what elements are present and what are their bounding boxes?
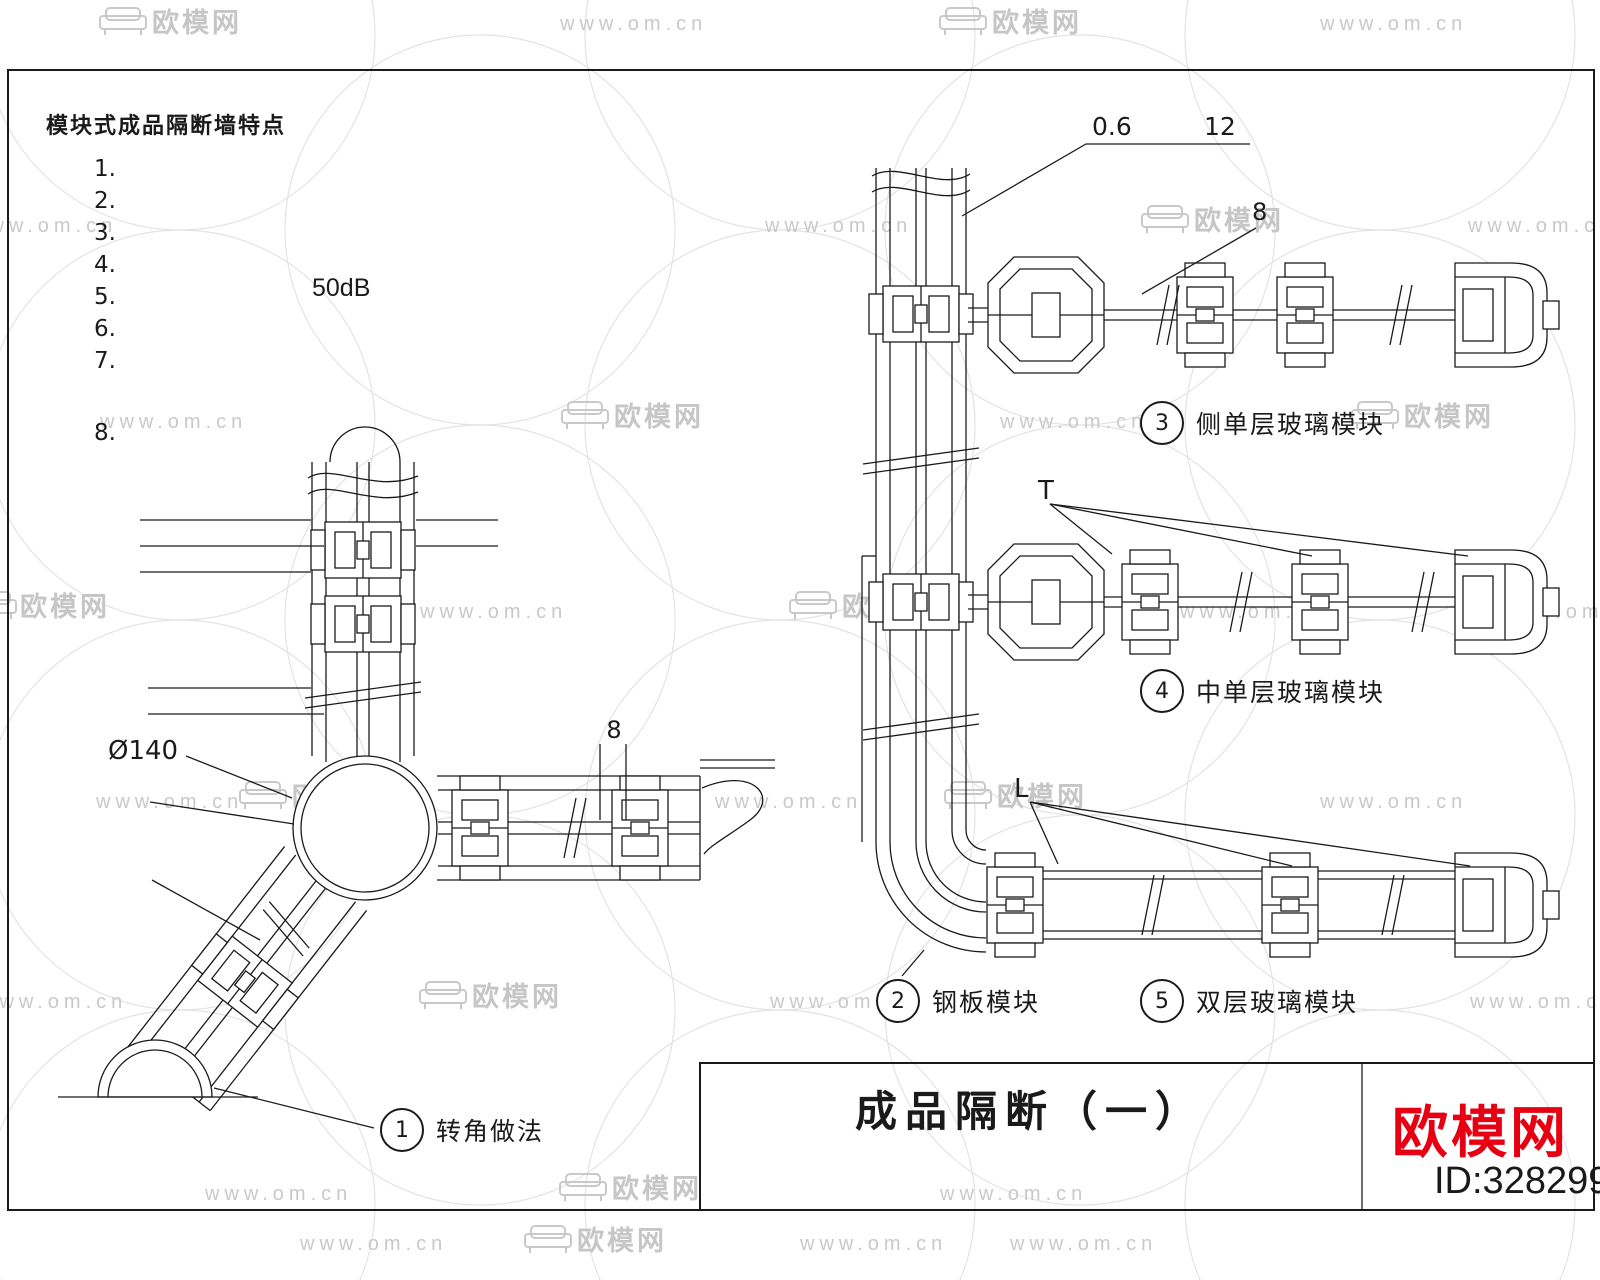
watermark-url-text: www.om.cn	[1469, 991, 1600, 1013]
watermark-brand-text: 欧模网	[577, 1226, 667, 1256]
dimension-leaders	[901, 143, 1471, 977]
watermark-url-text: www.om.cn	[999, 411, 1147, 433]
callout-1-number: 1	[380, 1108, 424, 1152]
watermark-url-text: www.om.cn	[204, 1183, 352, 1205]
callout-2: 2 钢板模块	[876, 979, 1040, 1023]
glass-thickness-dimension-right: 8	[1252, 198, 1268, 226]
steel-column-drawing	[861, 168, 990, 953]
watermark-brand-text: 欧模网	[472, 982, 562, 1012]
dimension-12: 12	[1204, 112, 1236, 141]
watermark-brand-text: 欧模网	[1404, 402, 1494, 432]
corner-joint-detail-drawing	[58, 426, 775, 1129]
watermark-brand-text: 欧模网	[997, 782, 1087, 812]
callout-5: 5 双层玻璃模块	[1140, 979, 1358, 1023]
note-item-8: 8.	[94, 420, 116, 446]
label-l: L	[1014, 774, 1029, 804]
watermark-url-text: www.om.cn	[1467, 215, 1600, 237]
watermark-url-text: www.om.cn	[1319, 13, 1467, 35]
note-item-2: 2.	[94, 188, 116, 214]
callout-3-label: 侧单层玻璃模块	[1196, 411, 1386, 439]
watermark-url-text: www.om.cn	[559, 13, 707, 35]
callout-4: 4 中单层玻璃模块	[1140, 669, 1385, 713]
watermark-brand-text: 欧模网	[1194, 206, 1284, 236]
callout-5-label: 双层玻璃模块	[1196, 989, 1359, 1017]
note-item-3: 3.	[94, 220, 116, 246]
watermark-brand-text: 欧模网	[612, 1174, 702, 1204]
callout-5-number: 5	[1140, 979, 1184, 1023]
sound-rating-label: 50dB	[312, 274, 371, 302]
drawing-frame	[7, 69, 1595, 1211]
callout-3-number: 3	[1140, 401, 1184, 445]
module-strip-3-drawing	[987, 256, 1560, 374]
callout-4-number: 4	[1140, 669, 1184, 713]
module-strip-5-drawing	[986, 852, 1560, 958]
callout-2-label: 钢板模块	[932, 989, 1041, 1017]
watermark-url-text: www.om.cn	[299, 1233, 447, 1255]
callout-4-label: 中单层玻璃模块	[1196, 679, 1386, 707]
watermark-url-text: www.om.cn	[764, 215, 912, 237]
watermark-url-text: www.om.cn	[95, 791, 243, 813]
glass-thickness-dimension-left: 8	[606, 716, 622, 744]
diameter-dimension: Ø140	[108, 736, 179, 766]
watermark-url-text: www.om.cn	[799, 1233, 947, 1255]
label-t: T	[1038, 476, 1054, 506]
watermark-brand-text: 欧模网	[20, 592, 110, 622]
watermark-brand-text: 欧模网	[614, 402, 704, 432]
title-block-title: 成品隔断（一）	[854, 1090, 1205, 1136]
brand-id-text: ID:3282993	[1434, 1160, 1600, 1202]
watermark-url-text: www.om.cn	[939, 1183, 1087, 1205]
watermark-brand-text: 欧模网	[992, 8, 1082, 38]
note-item-4: 4.	[94, 252, 116, 278]
watermark-url-text: www.om.cn	[0, 215, 117, 237]
callout-3: 3 侧单层玻璃模块	[1140, 401, 1385, 445]
brand-logo-text: 欧模网	[1392, 1101, 1569, 1164]
module-strip-4-drawing	[987, 543, 1560, 661]
callout-2-number: 2	[876, 979, 920, 1023]
dimension-0-6: 0.6	[1092, 112, 1132, 141]
watermark-url-text: www.om.cn	[1009, 1233, 1157, 1255]
watermark-url-text: www.om.cn	[0, 991, 127, 1013]
note-item-6: 6.	[94, 316, 116, 342]
note-item-5: 5.	[94, 284, 116, 310]
watermark-brand-text: 欧模网	[152, 8, 242, 38]
note-item-7: 7.	[94, 348, 116, 374]
watermark-url-text: www.om.cn	[1319, 791, 1467, 813]
watermark-url-text: www.om.cn	[714, 791, 862, 813]
watermark-url-text: www.om.cn	[99, 411, 247, 433]
callout-1: 1 转角做法	[380, 1108, 544, 1152]
watermark-url-text: www.om.cn	[419, 601, 567, 623]
note-item-1: 1.	[94, 156, 116, 182]
notes-title: 模块式成品隔断墙特点	[46, 113, 287, 138]
callout-1-label: 转角做法	[436, 1118, 545, 1146]
